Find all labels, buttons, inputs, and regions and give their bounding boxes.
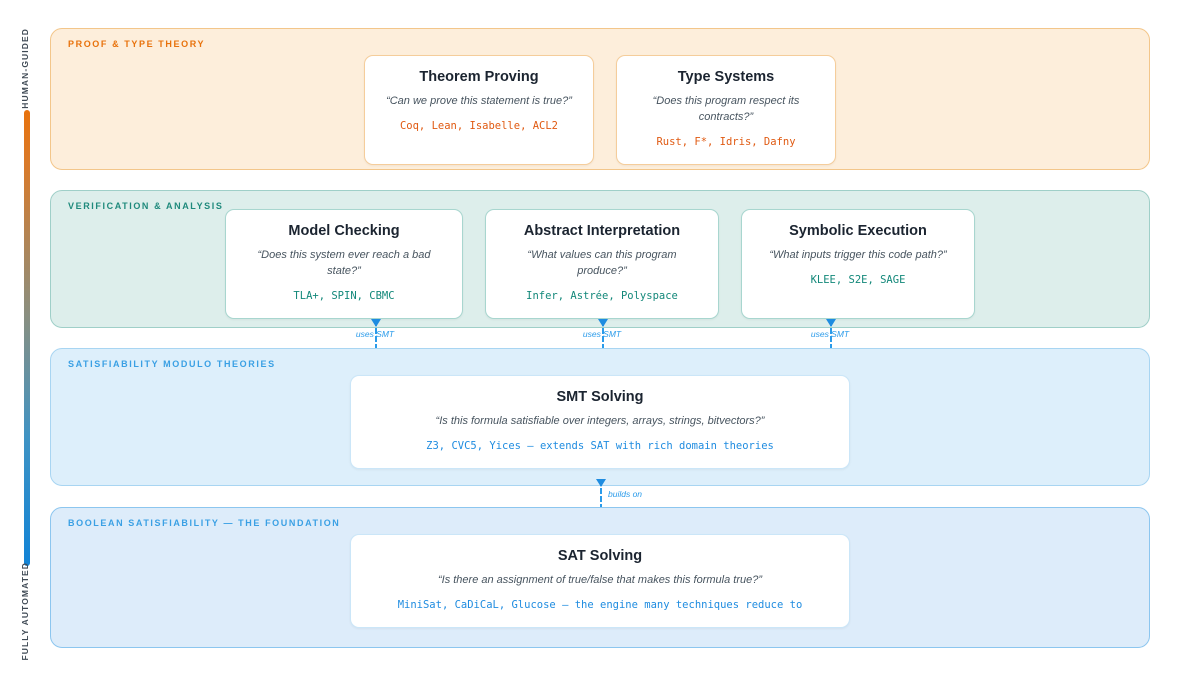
connector-label: uses SMT — [810, 329, 850, 339]
connector-uses-smt-1: uses SMT — [356, 319, 394, 350]
card-row-sat: SAT Solving “Is there an assignment of t… — [51, 534, 1149, 629]
connector-dashed-line — [830, 320, 832, 350]
connector-dashed-line — [375, 320, 377, 350]
connector-label: builds on — [608, 489, 643, 499]
card-title: Model Checking — [288, 223, 400, 239]
arrow-down-icon — [596, 479, 606, 487]
card-question: “Does this system ever reach a bad state… — [257, 249, 431, 277]
arrow-down-icon — [826, 319, 836, 327]
band-title-sat: BOOLEAN SATISFIABILITY — THE FOUNDATION — [68, 518, 341, 528]
automation-gradient-bar — [24, 110, 30, 566]
card-title: SMT Solving — [556, 389, 644, 405]
card-theorem-proving[interactable]: Theorem Proving “Can we prove this state… — [364, 55, 594, 165]
band-satisfiability-modulo-theories: SATISFIABILITY MODULO THEORIES SMT Solvi… — [50, 348, 1150, 486]
card-tools: Infer, Astrée, Polyspace — [526, 289, 678, 302]
connector-dashed-line — [600, 480, 602, 510]
card-tools: Z3, CVC5, Yices — extends SAT with rich … — [426, 440, 774, 452]
card-question: “What values can this program produce?” — [527, 249, 677, 277]
axis-top-label-text: HUMAN-GUIDED — [20, 28, 30, 109]
connector-label: uses SMT — [582, 329, 622, 339]
card-row-smt: SMT Solving “Is this formula satisfiable… — [51, 375, 1149, 470]
card-tools: TLA+, SPIN, CBMC — [293, 289, 395, 302]
band-title-verification: VERIFICATION & ANALYSIS — [68, 201, 224, 211]
band-title-proof: PROOF & TYPE THEORY — [68, 39, 206, 49]
band-verification-and-analysis: VERIFICATION & ANALYSIS Model Checking “… — [50, 190, 1150, 328]
card-tools: Rust, F*, Idris, Dafny — [656, 135, 796, 148]
band-proof-and-type-theory: PROOF & TYPE THEORY Theorem Proving “Can… — [50, 28, 1150, 170]
card-type-systems[interactable]: Type Systems “Does this program respect … — [616, 55, 836, 165]
connector-dashed-line — [602, 320, 604, 350]
card-question: “What inputs trigger this code path?” — [769, 249, 947, 262]
connector-label: uses SMT — [355, 329, 395, 339]
card-title: Theorem Proving — [419, 69, 539, 85]
card-model-checking[interactable]: Model Checking “Does this system ever re… — [225, 209, 463, 319]
card-question: “Does this program respect its contracts… — [652, 95, 800, 123]
card-title: Symbolic Execution — [789, 223, 927, 239]
connector-uses-smt-2: uses SMT — [583, 319, 621, 350]
arrow-down-icon — [371, 319, 381, 327]
card-sat-solving[interactable]: SAT Solving “Is there an assignment of t… — [350, 534, 850, 629]
card-tools: MiniSat, CaDiCaL, Glucose — the engine m… — [397, 599, 803, 611]
band-boolean-satisfiability: BOOLEAN SATISFIABILITY — THE FOUNDATION … — [50, 507, 1150, 648]
axis-bottom-label: FULLY AUTOMATED — [0, 562, 50, 663]
axis-bottom-label-text: FULLY AUTOMATED — [20, 562, 30, 661]
card-title: SAT Solving — [557, 548, 643, 564]
arrow-down-icon — [598, 319, 608, 327]
card-row-proof: Theorem Proving “Can we prove this state… — [51, 55, 1149, 165]
card-row-verification: Model Checking “Does this system ever re… — [51, 209, 1149, 319]
card-title: Abstract Interpretation — [523, 223, 681, 239]
connector-builds-on: builds on — [596, 479, 642, 510]
band-title-smt: SATISFIABILITY MODULO THEORIES — [68, 359, 276, 369]
card-question: “Can we prove this statement is true?” — [386, 95, 572, 108]
card-title: Type Systems — [677, 69, 775, 85]
card-symbolic-execution[interactable]: Symbolic Execution “What inputs trigger … — [741, 209, 975, 319]
card-abstract-interpretation[interactable]: Abstract Interpretation “What values can… — [485, 209, 719, 319]
card-tools: Coq, Lean, Isabelle, ACL2 — [399, 120, 559, 132]
card-question: “Is there an assignment of true/false th… — [437, 574, 763, 587]
automation-spectrum-axis: HUMAN-GUIDED FULLY AUTOMATED — [0, 0, 50, 690]
connector-uses-smt-3: uses SMT — [811, 319, 849, 350]
card-smt-solving[interactable]: SMT Solving “Is this formula satisfiable… — [350, 375, 850, 470]
axis-top-label: HUMAN-GUIDED — [0, 28, 50, 111]
card-question: “Is this formula satisfiable over intege… — [435, 415, 765, 428]
card-tools: KLEE, S2E, SAGE — [810, 274, 906, 286]
